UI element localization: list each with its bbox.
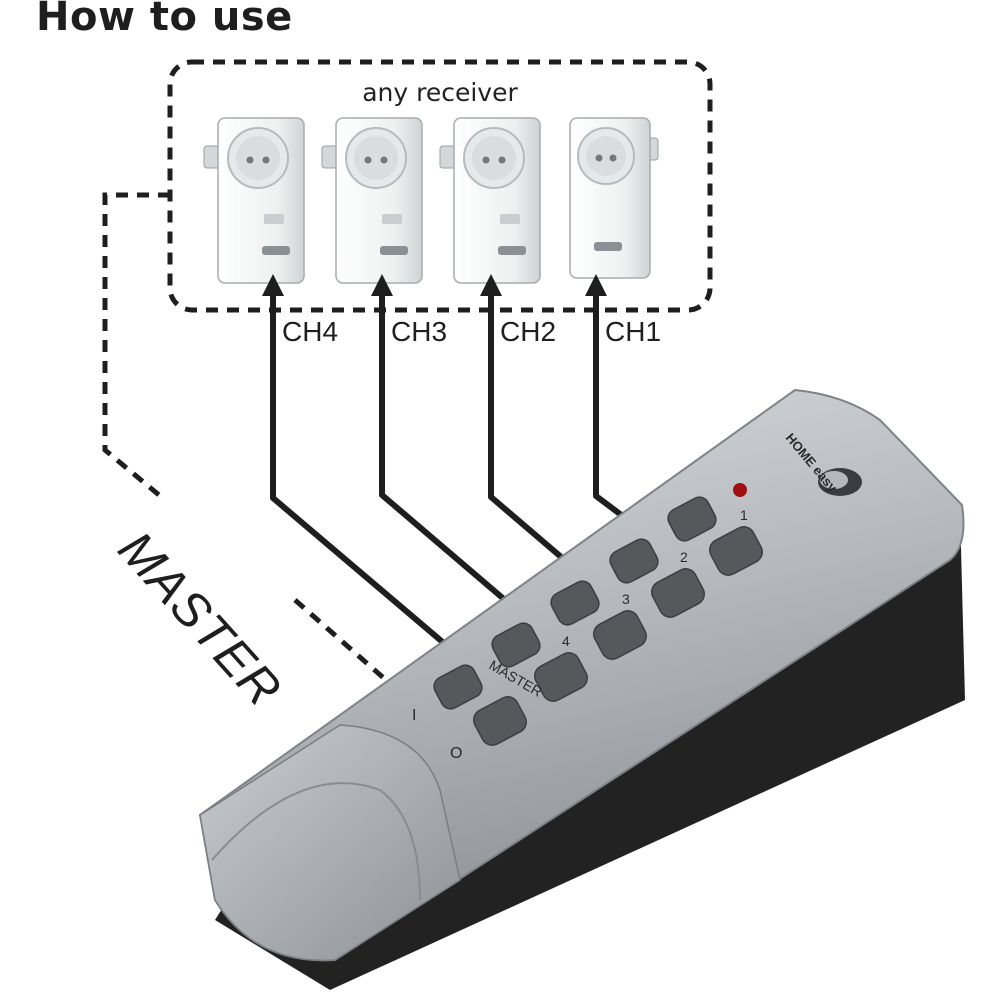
- ch1-arrow-icon: [585, 274, 607, 296]
- receiver-ch1: [569, 117, 659, 279]
- channel-label-ch1: CH1: [605, 316, 662, 347]
- ch2-link-line: [488, 292, 569, 565]
- button-number-4: 4: [562, 633, 570, 649]
- receiver-ch4: [203, 117, 305, 284]
- remote-control: [198, 388, 965, 990]
- page-title: How to use: [36, 0, 293, 40]
- remote-cap-curve: [211, 782, 421, 901]
- channel-4-off-button[interactable]: [531, 649, 591, 705]
- receiver-group-box: [167, 59, 713, 313]
- button-number-1: 1: [740, 507, 748, 523]
- channel-2-on-button[interactable]: [607, 536, 662, 587]
- ch3-link-line: [379, 292, 507, 603]
- channel-arrows: [262, 274, 607, 296]
- ch4-arrow-icon: [262, 274, 284, 296]
- remote-buttons: [431, 494, 766, 749]
- ch4-link-line: [270, 292, 454, 653]
- channel-1-on-button[interactable]: [665, 494, 720, 545]
- channel-4-on-button[interactable]: [489, 620, 544, 671]
- master-off-button[interactable]: [470, 693, 530, 749]
- receiver-ch3: [321, 117, 423, 284]
- on-symbol: I: [412, 707, 416, 724]
- remote-led-indicator: [733, 483, 747, 497]
- channel-1-off-button[interactable]: [706, 523, 766, 579]
- channel-label-ch4: CH4: [282, 316, 339, 347]
- remote-brand-logo: [818, 468, 862, 496]
- button-number-2: 2: [680, 549, 688, 565]
- button-number-3: 3: [622, 591, 630, 607]
- channel-3-on-button[interactable]: [548, 578, 603, 629]
- receiver-plugs: [203, 117, 659, 284]
- receiver-ch2: [439, 117, 541, 284]
- ch3-arrow-icon: [371, 274, 393, 296]
- channel-label-ch3: CH3: [391, 316, 448, 347]
- receiver-group-caption: any receiver: [362, 78, 518, 107]
- channel-3-off-button[interactable]: [590, 607, 650, 663]
- master-link-line: [102, 192, 397, 690]
- remote-battery-cap: [199, 724, 461, 962]
- master-on-button[interactable]: [431, 662, 486, 713]
- channel-2-off-button[interactable]: [648, 565, 708, 621]
- channel-label-ch2: CH2: [500, 316, 557, 347]
- off-symbol: O: [450, 745, 462, 762]
- ch2-arrow-icon: [480, 274, 502, 296]
- channel-links: [270, 292, 634, 653]
